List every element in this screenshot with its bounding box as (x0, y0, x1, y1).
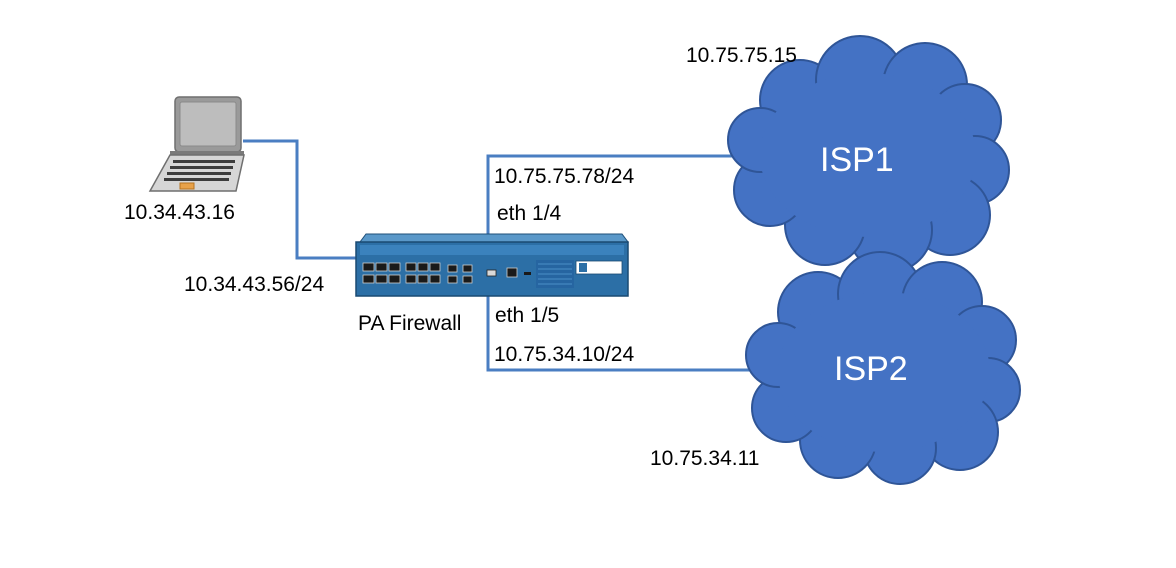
firewall-inside-ip: 10.34.43.56/24 (184, 273, 324, 296)
eth-1-5-ip: 10.75.34.10/24 (494, 343, 634, 366)
eth-1-4-label: eth 1/4 (497, 202, 562, 225)
isp1-cloud-icon (727, 35, 1010, 273)
firewall-name: PA Firewall (358, 312, 461, 335)
firewall-appliance-icon (355, 233, 629, 297)
laptop-icon (148, 96, 245, 192)
laptop-ip: 10.34.43.16 (124, 201, 235, 224)
eth-1-5-label: eth 1/5 (495, 304, 559, 327)
isp2-label: ISP2 (834, 350, 908, 388)
isp1-ip: 10.75.75.15 (686, 44, 797, 67)
link-firewall-to-isp1 (486, 154, 745, 236)
isp2-ip: 10.75.34.11 (650, 447, 759, 470)
eth-1-4-ip: 10.75.75.78/24 (494, 165, 634, 188)
link-firewall-to-isp2 (486, 296, 760, 372)
isp1-label: ISP1 (820, 141, 894, 179)
link-laptop-to-firewall (243, 139, 356, 260)
isp2-cloud-icon (745, 251, 1021, 485)
